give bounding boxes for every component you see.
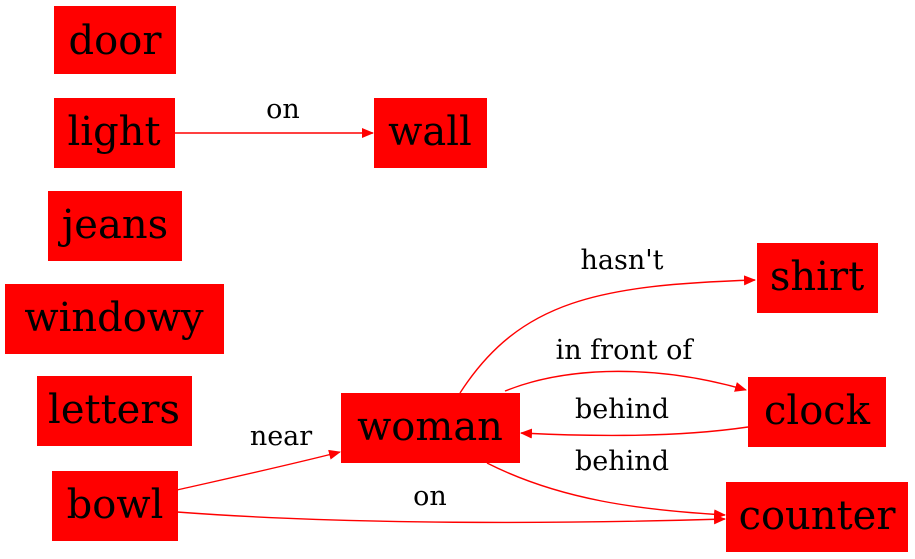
edge-label-bowl-woman: near — [250, 421, 312, 452]
node-shirt: shirt — [757, 243, 878, 313]
edge-label-woman-shirt: hasn't — [580, 245, 663, 276]
edge-woman-counter — [486, 462, 726, 520]
node-woman: woman — [341, 393, 520, 463]
node-windowy: windowy — [5, 284, 224, 354]
edge-clock-woman — [520, 426, 749, 439]
node-label-door: door — [69, 18, 163, 64]
node-clock: clock — [748, 377, 886, 447]
edge-woman-shirt — [459, 275, 756, 394]
edge-label-bowl-counter: on — [413, 481, 447, 512]
node-light: light — [54, 98, 175, 168]
edge-bowl-counter — [176, 511, 726, 525]
node-label-woman: woman — [357, 404, 503, 450]
edge-labels: on hasn't in front of behind behind near… — [250, 94, 695, 512]
nodes: door light wall jeans windowy letters bo… — [5, 6, 908, 552]
edge-label-woman-clock: in front of — [556, 335, 695, 366]
edge-label-light-wall: on — [266, 94, 300, 125]
edge-label-woman-counter: behind — [575, 446, 669, 477]
node-label-counter: counter — [739, 493, 897, 539]
edge-woman-clock — [504, 370, 747, 392]
edge-label-clock-woman: behind — [575, 394, 669, 425]
node-counter: counter — [726, 482, 908, 552]
node-label-windowy: windowy — [24, 295, 204, 341]
node-label-jeans: jeans — [58, 202, 168, 248]
node-label-clock: clock — [764, 388, 871, 434]
node-door: door — [54, 6, 176, 74]
edges — [175, 128, 756, 525]
node-label-shirt: shirt — [770, 254, 864, 300]
node-label-light: light — [67, 109, 160, 155]
node-label-bowl: bowl — [67, 482, 164, 528]
node-bowl: bowl — [52, 471, 178, 541]
node-label-wall: wall — [388, 109, 472, 155]
node-label-letters: letters — [48, 387, 180, 433]
node-wall: wall — [374, 98, 487, 168]
node-jeans: jeans — [48, 191, 182, 261]
edge-bowl-woman — [176, 449, 341, 491]
node-letters: letters — [37, 376, 192, 446]
